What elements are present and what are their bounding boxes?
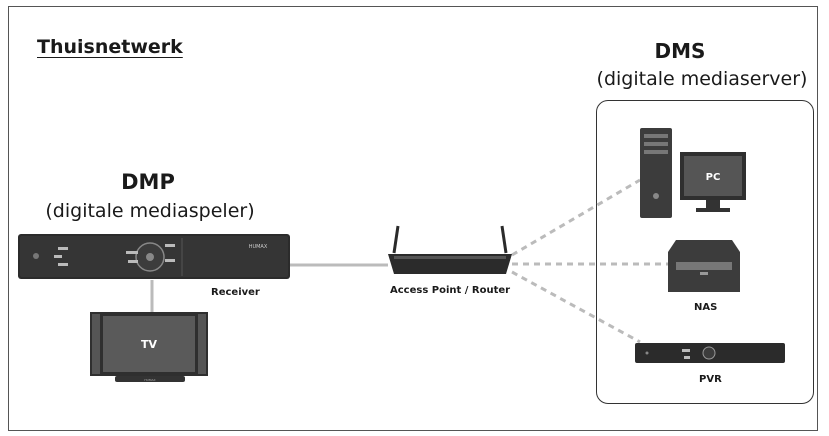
router-pvr-link [511, 270, 641, 344]
tv-label: TV [141, 338, 158, 351]
nas-label: NAS [694, 302, 718, 313]
router-pc-link [511, 178, 641, 257]
router-label: Access Point / Router [390, 285, 511, 296]
tv-device: TV HUMAX [90, 312, 208, 382]
diagram-frame [8, 6, 818, 431]
router-device [388, 225, 512, 274]
page-title: Thuisnetwerk [37, 36, 183, 58]
pvr-device [635, 343, 785, 363]
receiver-brand: HUMAX [249, 244, 268, 250]
pc-device: PC [640, 128, 746, 218]
dmp-title: DMP [121, 170, 175, 194]
tv-brand: HUMAX [144, 378, 155, 382]
pc-label: PC [706, 172, 721, 183]
receiver-device: HUMAX [18, 234, 290, 279]
dmp-subtitle: (digitale mediaspeler) [45, 200, 255, 222]
pvr-dial-icon [702, 346, 716, 360]
dms-title: DMS [654, 39, 706, 63]
wireless-links [511, 178, 672, 344]
wired-links [150, 263, 388, 312]
dms-subtitle: (digitale mediaserver) [596, 68, 808, 90]
receiver-label: Receiver [211, 287, 260, 298]
pvr-label: PVR [699, 374, 722, 385]
nas-device [668, 240, 740, 292]
